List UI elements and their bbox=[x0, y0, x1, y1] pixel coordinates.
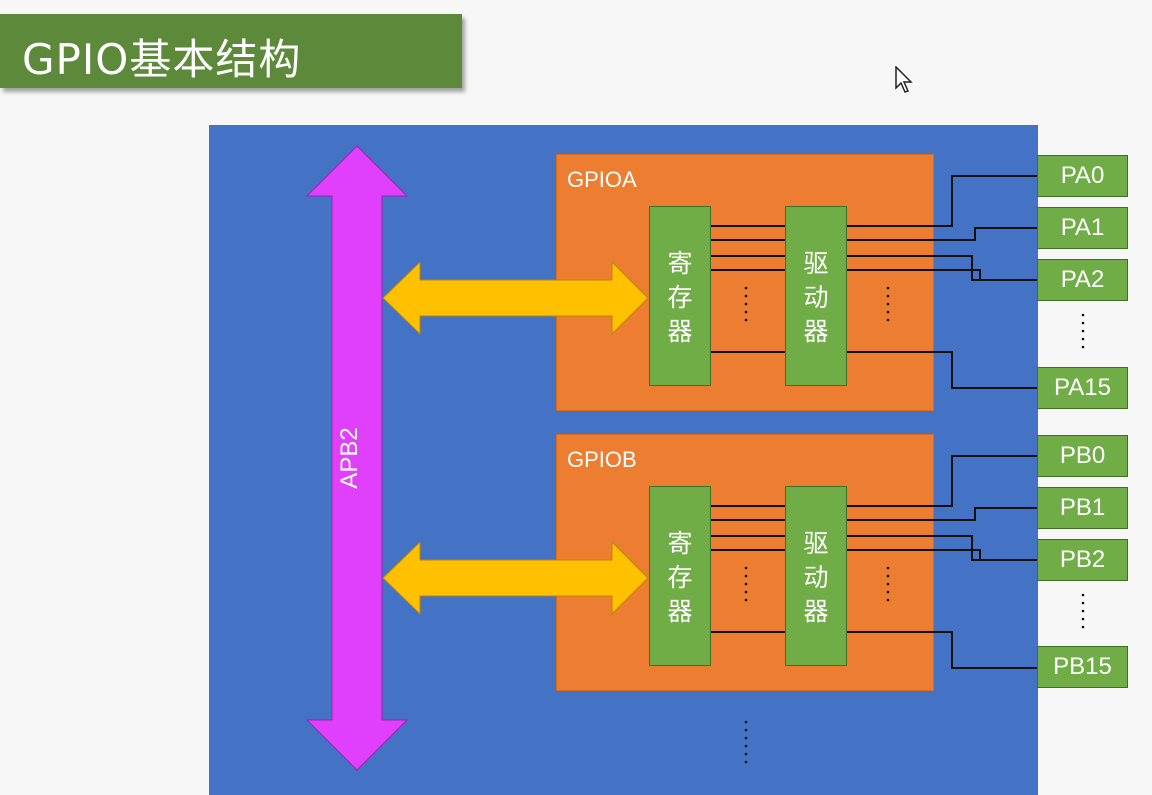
gpiob-register: 寄存器 bbox=[649, 486, 711, 666]
pin-pa2: PA2 bbox=[1037, 259, 1128, 301]
slide-title-bar: GPIO基本结构 bbox=[0, 14, 462, 88]
gpiob-pin-ellipsis bbox=[1081, 593, 1085, 629]
gpioa-label: GPIOA bbox=[567, 167, 637, 192]
pin-pa15: PA15 bbox=[1037, 367, 1128, 409]
gpioa-driver-label: 驱动器 bbox=[803, 249, 829, 346]
pin-pb15: PB15 bbox=[1037, 646, 1128, 688]
pin-pa0: PA0 bbox=[1037, 155, 1128, 197]
gpioa-block: GPIOA bbox=[556, 154, 934, 411]
gpioa-driver: 驱动器 bbox=[785, 206, 847, 386]
pin-pb0: PB0 bbox=[1037, 435, 1128, 477]
gpiob-driver-label: 驱动器 bbox=[803, 529, 829, 626]
slide-title: GPIO基本结构 bbox=[22, 35, 302, 84]
gpioa-register-label: 寄存器 bbox=[667, 249, 693, 346]
gpioa-register: 寄存器 bbox=[649, 206, 711, 386]
gpiob-label: GPIOB bbox=[567, 447, 637, 472]
mouse-cursor-icon bbox=[895, 66, 913, 93]
gpioa-pin-ellipsis bbox=[1081, 313, 1085, 349]
pin-pb2: PB2 bbox=[1037, 539, 1128, 581]
gpiob-register-label: 寄存器 bbox=[667, 529, 693, 626]
gpiob-block: GPIOB bbox=[556, 434, 934, 691]
pin-pb1: PB1 bbox=[1037, 487, 1128, 529]
pin-pa1: PA1 bbox=[1037, 207, 1128, 249]
gpiob-driver: 驱动器 bbox=[785, 486, 847, 666]
